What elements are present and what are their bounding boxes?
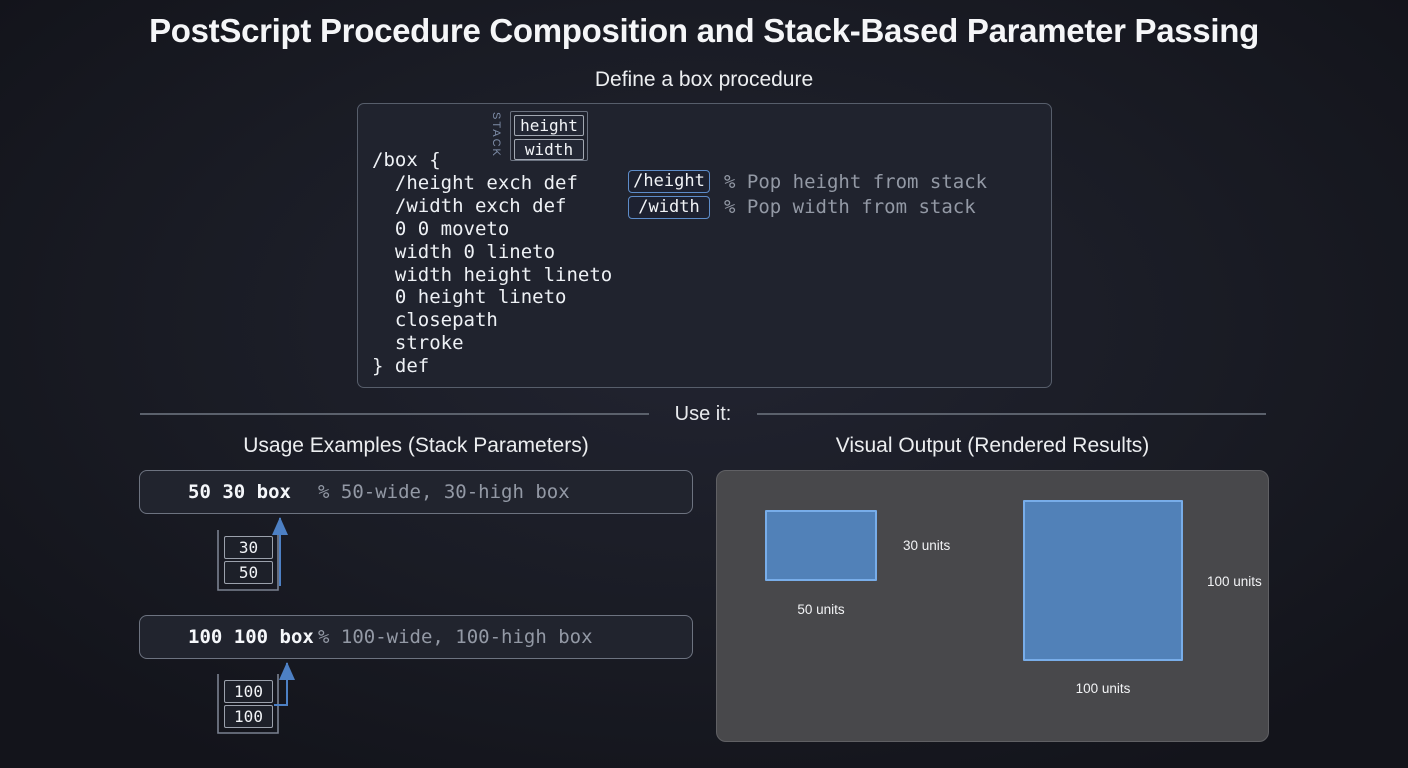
- define-section-heading: Define a box procedure: [594, 68, 814, 91]
- code-line: /width exch def: [372, 194, 567, 217]
- use-it-divider: Use it:: [140, 402, 1266, 426]
- example-2-stack-top: 100: [224, 680, 273, 703]
- example-1-code: 50 30 box: [188, 481, 291, 503]
- width-label-100: 100 units: [1075, 681, 1131, 696]
- output-section-heading: Visual Output (Rendered Results): [835, 434, 1150, 457]
- param-chip-width: /width: [628, 196, 710, 219]
- code-line: width height lineto: [372, 263, 613, 286]
- stack-label: STACK: [490, 112, 502, 158]
- code-line: closepath: [372, 309, 498, 332]
- example-1-comment: % 50-wide, 30-high box: [318, 481, 570, 503]
- usage-example-1: 50 30 box % 50-wide, 30-high box: [139, 470, 693, 514]
- rendered-box-100x100: [1023, 500, 1183, 661]
- usage-example-2: 100 100 box % 100-wide, 100-high box: [139, 615, 693, 659]
- stack-item-height: height: [514, 115, 584, 136]
- divider-label: Use it:: [674, 402, 732, 425]
- code-line: width 0 lineto: [372, 240, 556, 263]
- example-2-stack-bottom: 100: [224, 705, 273, 728]
- example-1-stack-top: 30: [224, 536, 273, 559]
- rendered-box-50x30: [765, 510, 877, 581]
- code-line: /height exch def: [372, 171, 578, 194]
- usage-section-heading: Usage Examples (Stack Parameters): [243, 434, 589, 457]
- comment-pop-width: % Pop width from stack: [724, 196, 976, 218]
- code-line: stroke: [372, 332, 464, 355]
- code-line: 0 0 moveto: [372, 217, 510, 240]
- height-label-30: 30 units: [903, 538, 951, 553]
- procedure-code: /box { /height exch def /width exch def …: [372, 149, 612, 378]
- divider-line-left: [140, 413, 649, 415]
- example-2-code: 100 100 box: [188, 626, 314, 648]
- stack-item-width: width: [514, 139, 584, 160]
- code-line: 0 height lineto: [372, 286, 567, 309]
- width-label-50: 50 units: [797, 602, 845, 617]
- height-label-100: 100 units: [1207, 574, 1262, 589]
- example-2-comment: % 100-wide, 100-high box: [318, 626, 593, 648]
- code-line: } def: [372, 355, 430, 378]
- arrow-stack2-to-box-call: [274, 662, 295, 706]
- comment-pop-height: % Pop height from stack: [724, 171, 988, 193]
- procedure-code-panel: [357, 103, 1052, 388]
- param-chip-height: /height: [628, 170, 710, 193]
- example-1-stack-bottom: 50: [224, 561, 273, 584]
- page-title: PostScript Procedure Composition and Sta…: [149, 12, 1259, 49]
- code-line: /box {: [372, 149, 441, 171]
- divider-line-right: [757, 413, 1266, 415]
